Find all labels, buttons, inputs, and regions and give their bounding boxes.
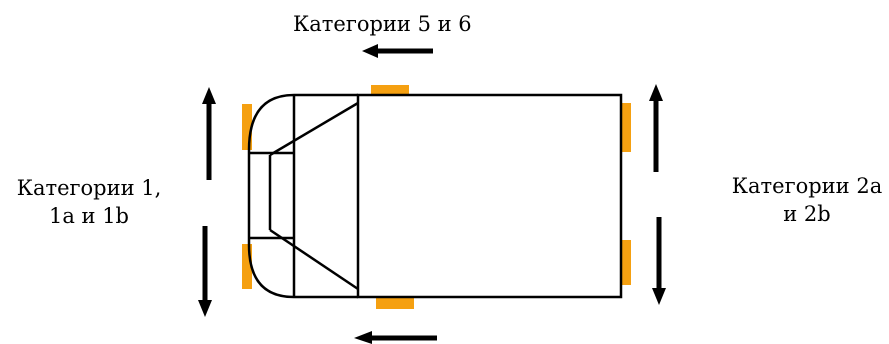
label-categories-2-group: Категории 2a и 2b <box>726 172 888 228</box>
windshield-lower <box>269 228 359 291</box>
label-categories-1-line2: 1a и 1b <box>48 204 130 228</box>
arrow-up-icon <box>649 84 663 172</box>
arrow-left-icon <box>362 44 433 58</box>
lamp-rear-upper <box>621 103 631 152</box>
lamp-rear-lower <box>621 240 631 285</box>
arrow-down-icon <box>652 217 666 305</box>
lamp-front-lower <box>242 244 252 289</box>
label-categories-1-line1: Категории 1, <box>16 176 162 200</box>
label-categories-2-line2: и 2b <box>783 202 831 226</box>
label-categories-5-6: Категории 5 и 6 <box>293 12 472 36</box>
label-categories-2-line1: Категории 2a <box>731 174 883 198</box>
lamp-front-upper <box>242 104 252 150</box>
arrow-down-icon <box>198 226 212 317</box>
windshield-upper <box>269 101 359 157</box>
vehicle-cargo-body <box>356 93 623 299</box>
arrow-up-icon <box>202 87 216 180</box>
vehicle-cab-nose <box>247 93 358 299</box>
arrow-left-icon <box>354 331 437 344</box>
label-categories-1-group: Категории 1, 1a и 1b <box>8 174 170 230</box>
lamp-group <box>242 85 631 309</box>
lamp-bottom-side <box>376 298 414 309</box>
lamp-top-side <box>371 85 409 95</box>
arrow-group <box>198 44 666 344</box>
vehicle-outline <box>247 93 623 299</box>
